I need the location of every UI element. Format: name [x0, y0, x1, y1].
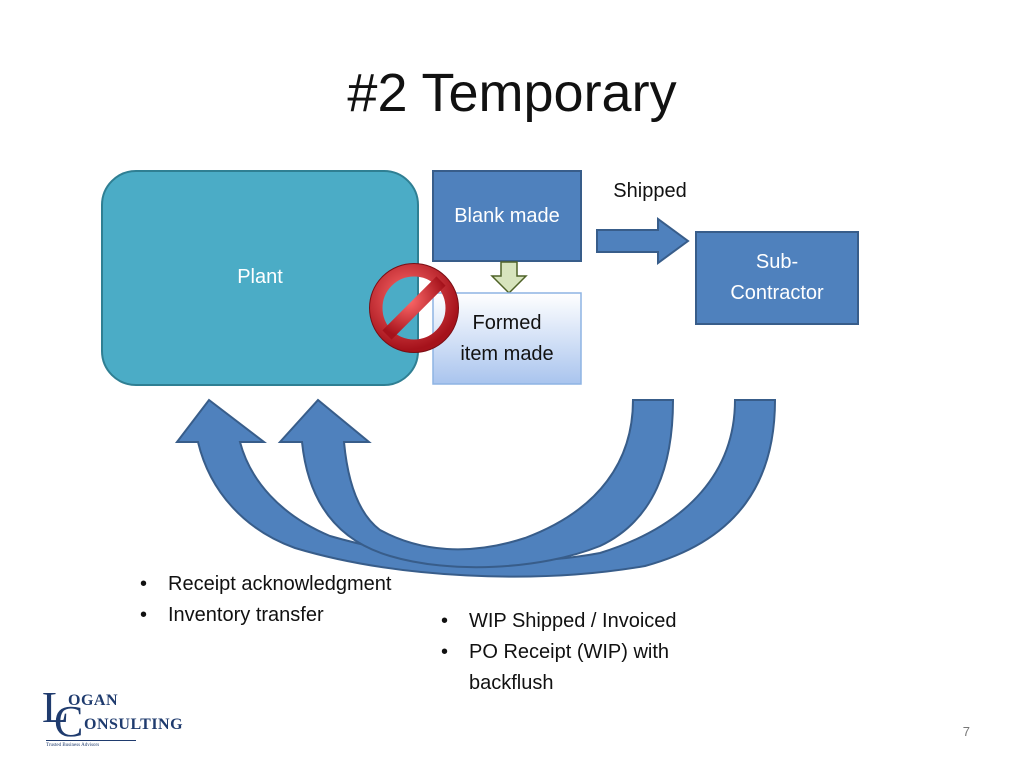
logo-letter-c: C	[54, 697, 84, 746]
list-item: Receipt acknowledgment	[136, 569, 436, 600]
left-bullet-list: Receipt acknowledgment Inventory transfe…	[136, 569, 436, 631]
list-item: PO Receipt (WIP) with backflush	[437, 637, 727, 699]
shipped-label: Shipped	[613, 180, 687, 202]
down-arrow-icon	[490, 261, 528, 295]
subcontractor-label-line2: Contractor	[730, 282, 824, 304]
subcontractor-label-line1: Sub-	[755, 251, 799, 273]
logo-rule	[46, 740, 136, 741]
formed-label-line1: Formed	[472, 312, 542, 334]
logo-word-top: OGAN	[68, 692, 118, 709]
logan-consulting-logo: L C OGAN ONSULTING Trusted Business Advi…	[40, 683, 200, 756]
shipped-arrow-icon	[596, 217, 690, 265]
plant-box	[101, 170, 419, 386]
list-item: WIP Shipped / Invoiced	[437, 606, 727, 637]
logo-tagline: Trusted Business Advisors	[46, 743, 100, 748]
logo-letter-l: L	[42, 683, 69, 732]
right-bullet-list: WIP Shipped / Invoiced PO Receipt (WIP) …	[437, 606, 727, 699]
blank-made-box	[432, 170, 582, 262]
plant-label: Plant	[237, 266, 283, 288]
logo-word-bottom: ONSULTING	[84, 716, 184, 733]
return-arrow-outer-icon	[174, 398, 777, 578]
blank-made-label: Blank made	[454, 205, 560, 227]
subcontractor-box	[695, 231, 859, 325]
slide-title: #2 Temporary	[347, 63, 677, 123]
page-number: 7	[962, 724, 970, 739]
formed-label-line2: item made	[460, 343, 554, 365]
list-item: Inventory transfer	[136, 600, 436, 631]
return-arrow-inner-icon	[277, 398, 675, 569]
prohibited-icon	[369, 263, 459, 353]
